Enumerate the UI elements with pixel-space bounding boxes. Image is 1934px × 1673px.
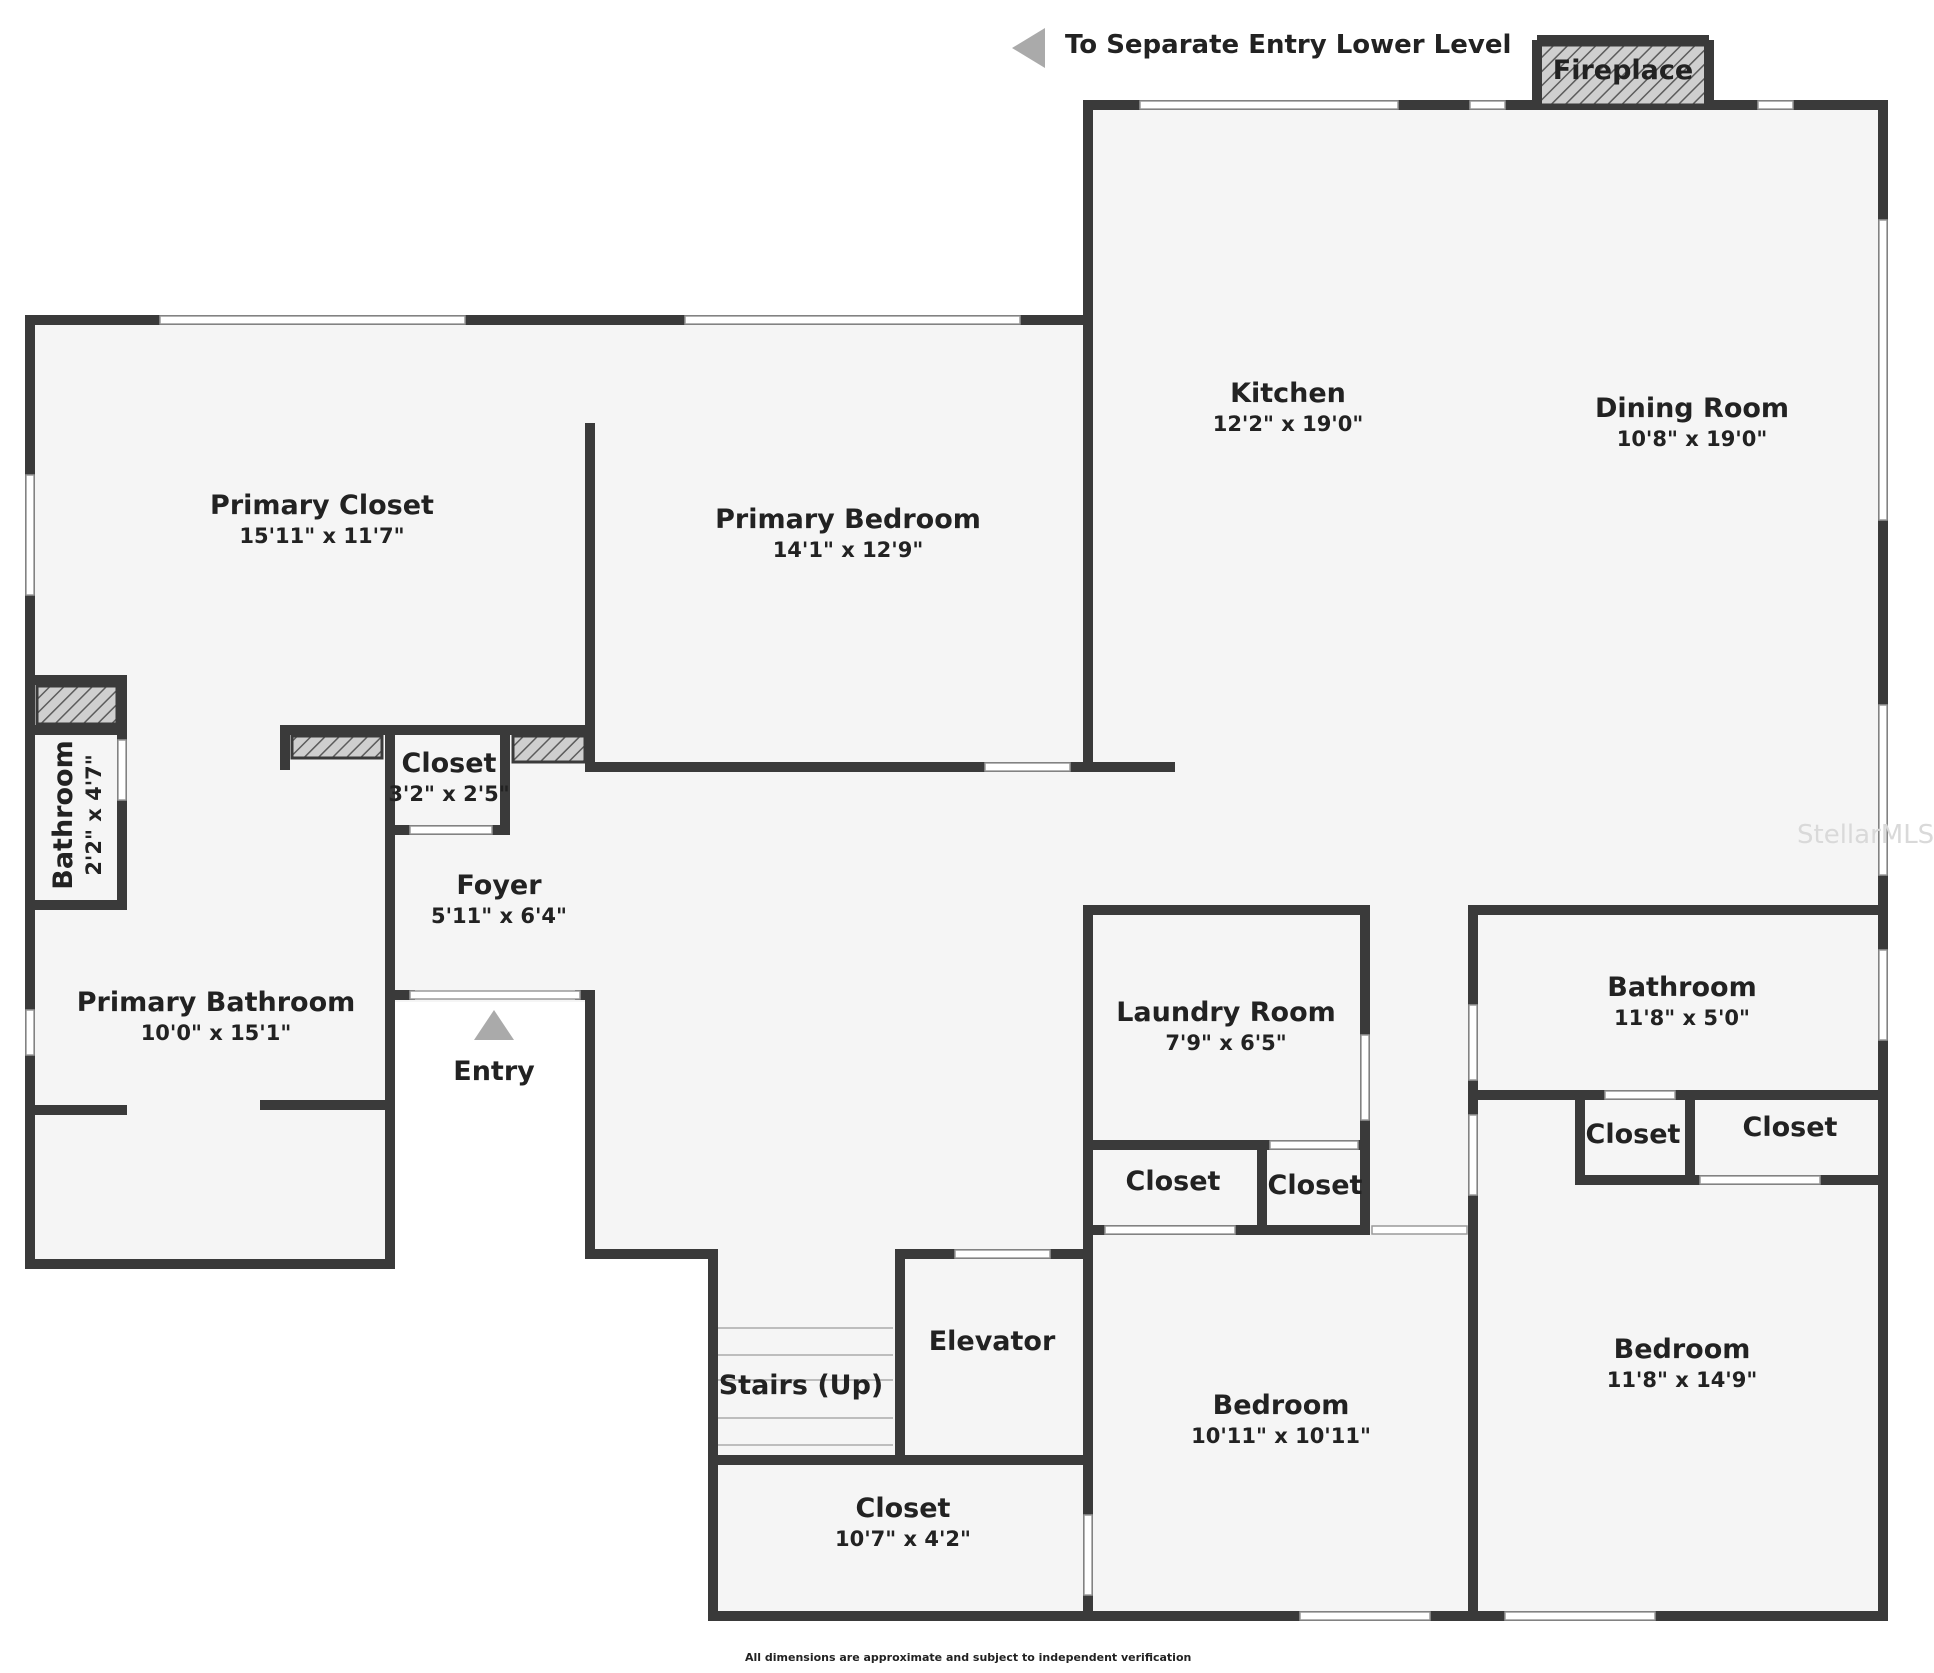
room-kitchen: Kitchen 12'2" x 19'0": [1212, 378, 1364, 436]
room-closet-laundry-right: Closet: [1267, 1170, 1363, 1201]
room-foyer-closet: Closet 3'2" x 2'5": [388, 748, 510, 806]
watermark: StellarMLS: [1797, 820, 1934, 850]
room-laundry-room: Laundry Room 7'9" x 6'5": [1116, 997, 1336, 1055]
room-bedroom-3: Bedroom 11'8" x 14'9": [1606, 1334, 1758, 1392]
room-small-bathroom: Bathroom 2'2" x 4'7": [48, 740, 106, 890]
room-foyer: Foyer 5'11" x 6'4": [431, 870, 567, 928]
fireplace-box: [1535, 43, 1711, 107]
room-bathroom: Bathroom 11'8" x 5'0": [1607, 972, 1757, 1030]
arrow-up-icon: [474, 1010, 514, 1040]
room-primary-closet: Primary Closet 15'11" x 11'7": [210, 490, 434, 548]
room-closet-bath-small: Closet: [1585, 1119, 1681, 1150]
built-ins: [35, 43, 1711, 764]
entry-label: Entry: [453, 1056, 535, 1087]
room-stairs: Stairs (Up): [718, 1370, 884, 1401]
room-dining-room: Dining Room 10'8" x 19'0": [1594, 393, 1790, 451]
room-closet-bath-right: Closet: [1742, 1112, 1838, 1143]
windows: [25, 100, 1888, 1621]
room-hall-closet: Closet 10'7" x 4'2": [835, 1493, 971, 1551]
room-bedroom-2: Bedroom 10'11" x 10'11": [1191, 1390, 1371, 1448]
fireplace-label: Fireplace: [1552, 55, 1694, 86]
lower-level-note: To Separate Entry Lower Level: [1065, 30, 1512, 60]
room-elevator: Elevator: [928, 1326, 1056, 1357]
floor-fills: [30, 105, 1883, 1616]
room-primary-bedroom: Primary Bedroom 14'1" x 12'9": [715, 504, 981, 562]
arrow-left-icon: [1012, 28, 1045, 68]
stairs-treads: [718, 1327, 893, 1446]
room-closet-laundry-left: Closet: [1125, 1166, 1221, 1197]
room-primary-bathroom: Primary Bathroom 10'0" x 15'1": [76, 987, 356, 1045]
fireplace-outline: [1532, 35, 1714, 105]
disclaimer: All dimensions are approximate and subje…: [745, 1651, 1192, 1664]
